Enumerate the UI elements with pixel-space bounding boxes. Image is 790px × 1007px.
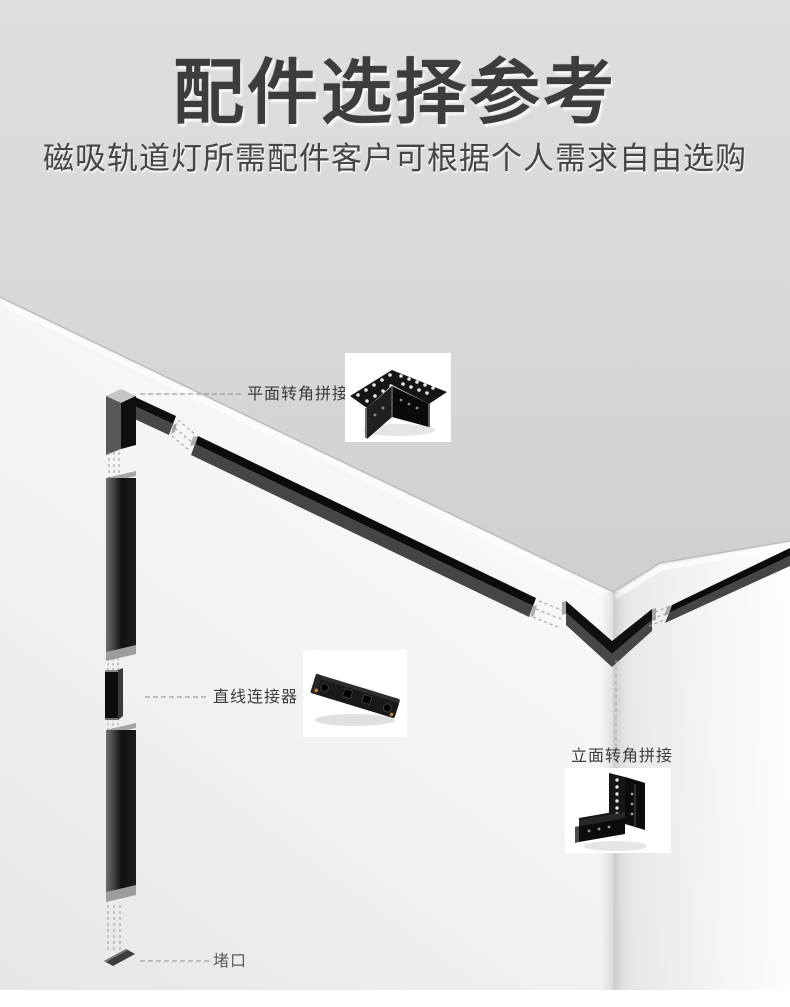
label-vertical-corner: 立面转角拼接 — [571, 748, 674, 765]
straight-connector-product-image — [303, 650, 407, 737]
right-wall — [613, 541, 790, 991]
end-cap-piece — [104, 949, 135, 966]
exploded-joint-dashes-bottom — [107, 905, 121, 952]
straight-connector-piece — [105, 668, 123, 720]
wall-track-vertical — [104, 452, 136, 966]
left-wall — [0, 297, 613, 991]
exploded-joint-dashes-room-corner-left — [532, 600, 565, 628]
ceiling-edge-left — [0, 296, 614, 600]
page-bottom-margin — [0, 990, 790, 1007]
flat-corner-track-piece — [106, 389, 177, 455]
flat-corner-product-image — [345, 353, 451, 442]
flat-corner-connector-icon — [350, 370, 447, 439]
exploded-joint-dashes-ceiling-left — [171, 419, 197, 452]
ceiling-track-diagonal — [190, 436, 537, 617]
vertical-corner-product-image — [565, 768, 671, 853]
label-flat-corner: 平面转角拼接 — [247, 386, 350, 403]
page-title: 配件选择参考 — [172, 54, 617, 133]
exploded-joint-dashes-top — [108, 452, 120, 478]
ceiling-edge-right — [612, 540, 790, 600]
right-wall-track — [664, 548, 790, 623]
vertical-corner-connector-icon — [575, 773, 647, 851]
straight-connector-icon — [310, 673, 400, 726]
page-subtitle: 磁吸轨道灯所需配件客户可根据个人需求自由选购 — [43, 141, 747, 176]
label-straight-connector: 直线连接器 — [213, 689, 299, 706]
vertical-corner-track-piece — [562, 601, 656, 667]
label-end-cap: 堵口 — [213, 953, 248, 970]
